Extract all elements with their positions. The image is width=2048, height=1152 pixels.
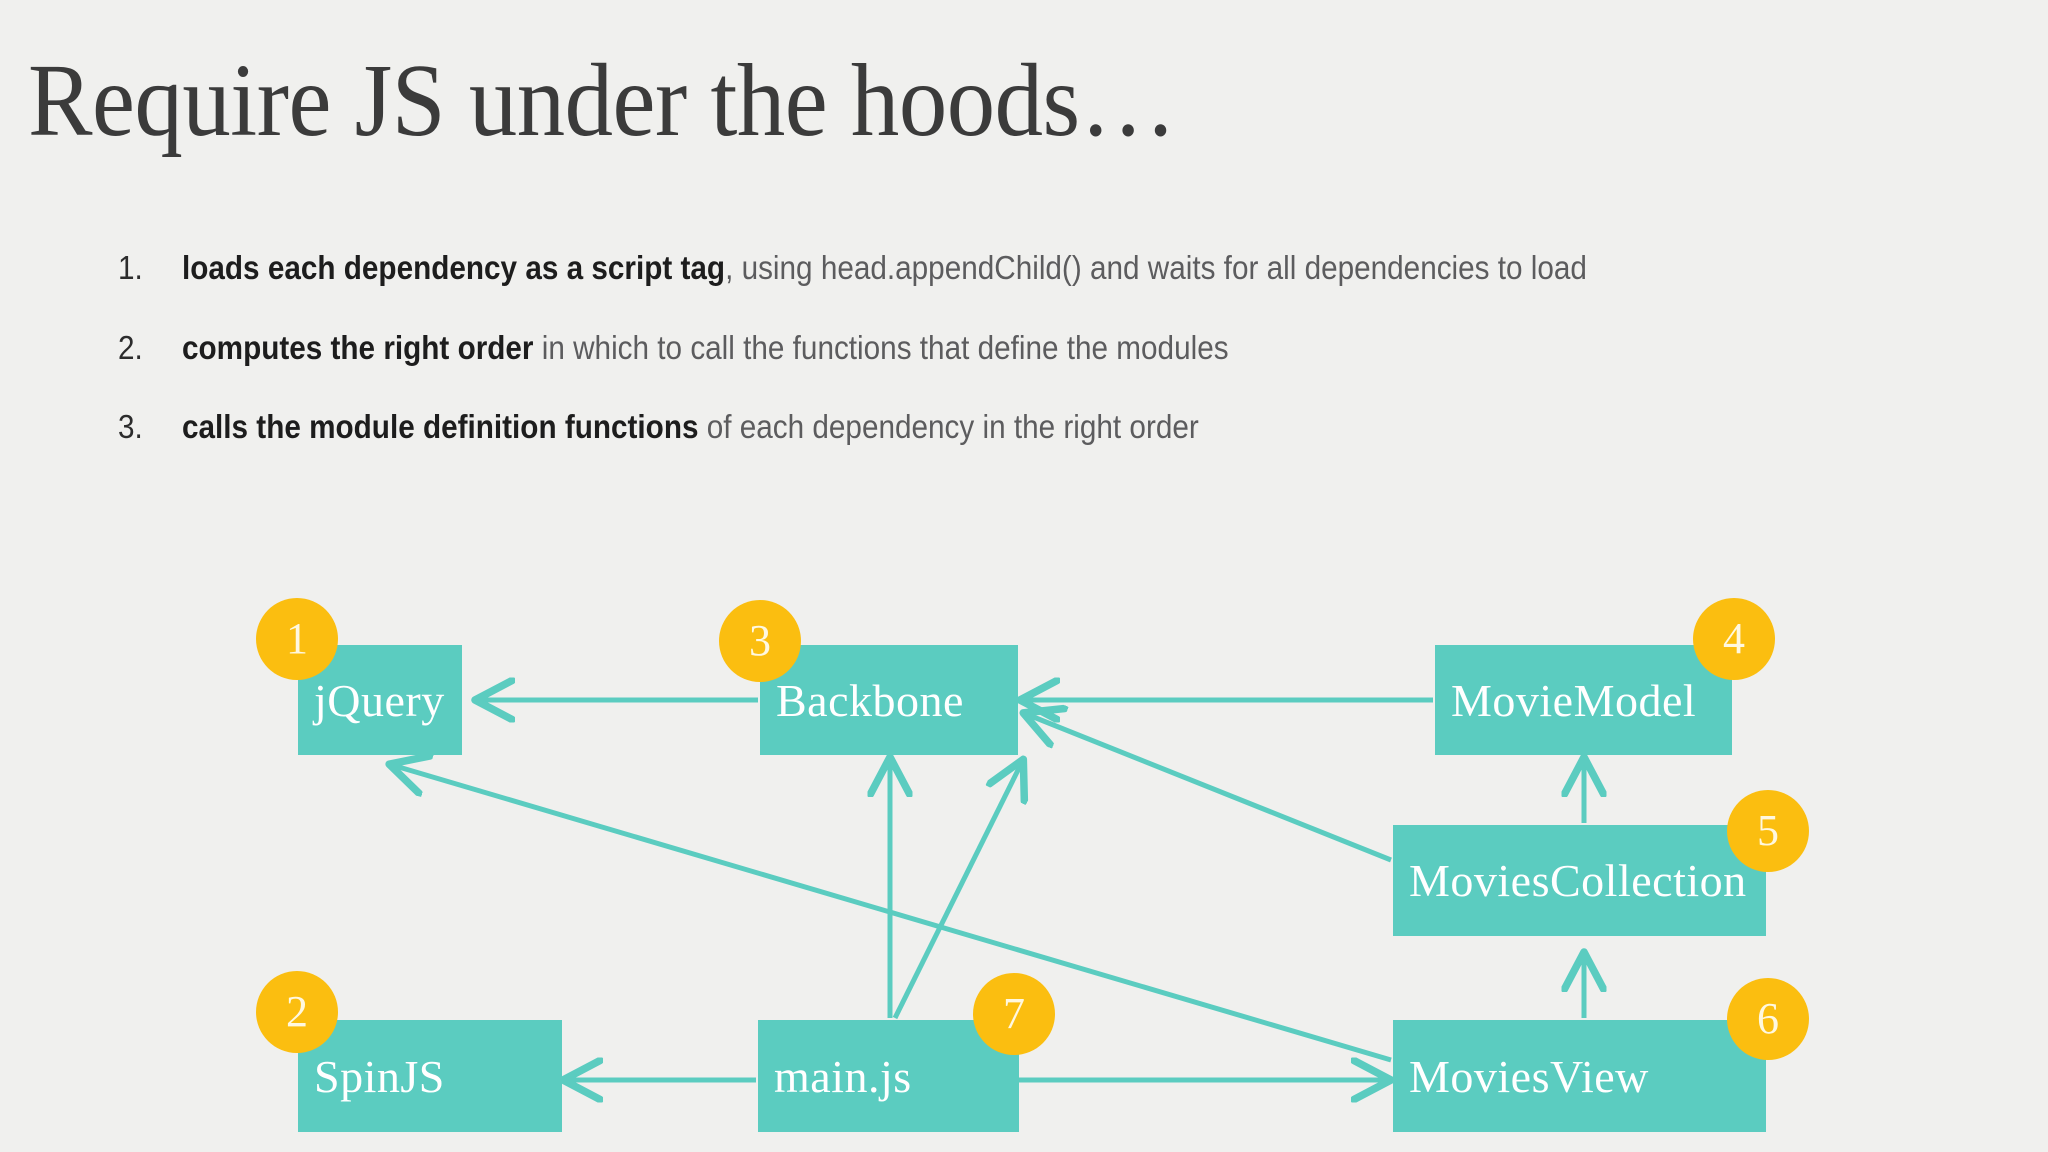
node-label: MoviesCollection xyxy=(1409,855,1747,906)
list-item-rest: , using head.appendChild() and waits for… xyxy=(725,249,1587,286)
node-label: Backbone xyxy=(776,674,964,726)
node-label: main.js xyxy=(774,1050,912,1102)
badge-spinjs: 2 xyxy=(256,971,338,1053)
node-label: MovieModel xyxy=(1451,674,1697,726)
edge-moviesview-jquery xyxy=(392,765,1392,1063)
node-moviescollection[interactable]: MoviesCollection xyxy=(1393,825,1766,936)
list-item-text: loads each dependency as a script tag, u… xyxy=(182,248,1798,288)
list-item-emphasis: computes the right order xyxy=(182,328,534,366)
badge-number: 7 xyxy=(1003,989,1025,1038)
badge-number: 5 xyxy=(1757,806,1779,855)
list-item-rest: in which to call the functions that defi… xyxy=(533,328,1229,366)
badge-number: 2 xyxy=(286,987,308,1036)
list-item-emphasis: loads each dependency as a script tag xyxy=(182,249,726,286)
node-mainjs[interactable]: main.js xyxy=(758,1020,1019,1132)
ordered-list: 1. loads each dependency as a script tag… xyxy=(118,248,1978,487)
edge-mainjs-backbone-diagonal xyxy=(892,762,1022,1020)
badge-backbone: 3 xyxy=(719,600,801,682)
node-label: MoviesView xyxy=(1409,1050,1649,1102)
list-item-text: computes the right order in which to cal… xyxy=(182,328,1798,368)
list-item-rest: of each dependency in the right order xyxy=(698,408,1199,446)
badge-mainjs: 7 xyxy=(973,973,1055,1055)
list-item-text: calls the module definition functions of… xyxy=(182,407,1798,447)
badge-jquery: 1 xyxy=(256,598,338,680)
list-item: 1. loads each dependency as a script tag… xyxy=(118,248,1978,288)
badge-number: 6 xyxy=(1757,994,1779,1043)
badge-moviemodel: 4 xyxy=(1693,598,1775,680)
list-item-number: 1. xyxy=(118,249,143,286)
node-backbone[interactable]: Backbone xyxy=(760,645,1018,755)
node-moviesview[interactable]: MoviesView xyxy=(1393,1020,1766,1132)
node-jquery[interactable]: jQuery xyxy=(298,645,462,755)
node-label: SpinJS xyxy=(314,1050,445,1102)
list-item: 3. calls the module definition functions… xyxy=(118,407,1978,447)
edge-moviescollection-backbone xyxy=(1026,714,1392,863)
page-title: Require JS under the hoods… xyxy=(28,43,1176,158)
badge-moviesview: 6 xyxy=(1727,978,1809,1060)
badge-number: 1 xyxy=(286,614,308,663)
list-item-emphasis: calls the module definition functions xyxy=(182,408,699,446)
node-label: jQuery xyxy=(314,674,445,726)
badge-number: 4 xyxy=(1723,614,1745,663)
node-spinjs[interactable]: SpinJS xyxy=(298,1020,562,1132)
badge-moviescollection: 5 xyxy=(1727,790,1809,872)
node-moviemodel[interactable]: MovieModel xyxy=(1435,645,1732,755)
list-item: 2. computes the right order in which to … xyxy=(118,328,1978,368)
list-item-number: 3. xyxy=(118,408,143,446)
list-item-number: 2. xyxy=(118,328,143,366)
badge-number: 3 xyxy=(749,616,771,665)
